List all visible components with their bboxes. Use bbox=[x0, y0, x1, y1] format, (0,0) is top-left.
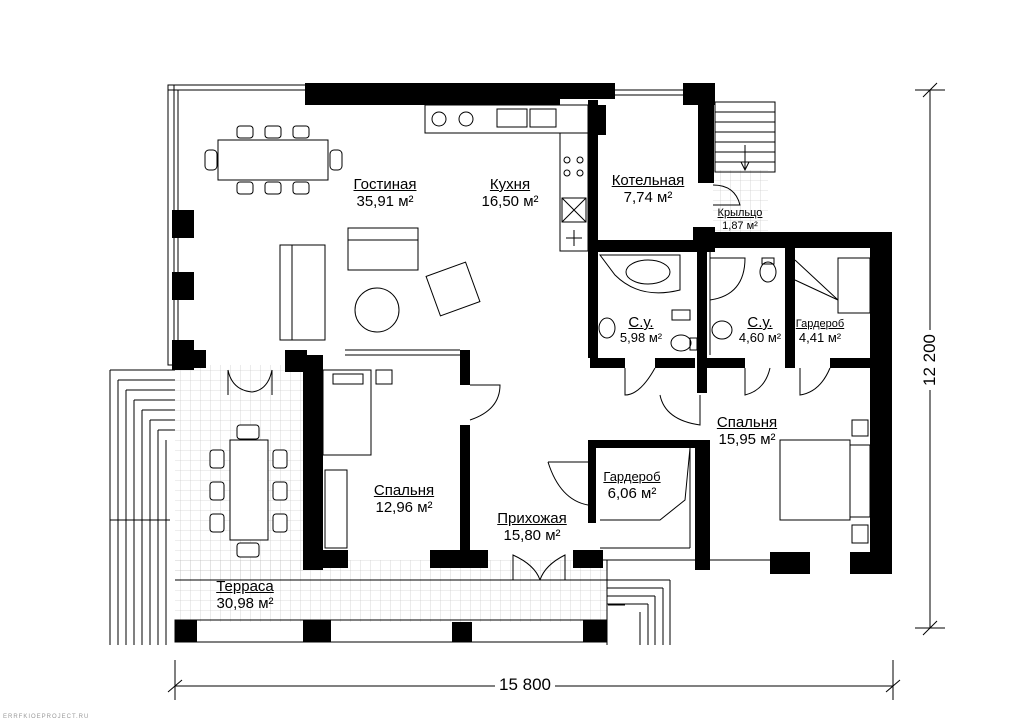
kitchen-name: Кухня bbox=[489, 176, 531, 193]
dimension-width: 15 800 bbox=[495, 675, 555, 695]
terrace-area: 30,98 м² bbox=[216, 595, 274, 613]
walls bbox=[172, 83, 892, 642]
label-wardrobe2: Гардероб 6,06 м² bbox=[590, 469, 674, 502]
label-hall: Прихожая 15,80 м² bbox=[484, 510, 580, 545]
bedroom2-area: 15,95 м² bbox=[718, 431, 776, 449]
porch-stairs bbox=[714, 101, 776, 173]
label-boiler: Котельная 7,74 м² bbox=[602, 172, 694, 207]
bath2-name: С.у. bbox=[747, 314, 773, 331]
bath1-name: С.у. bbox=[628, 314, 654, 331]
terrace-name: Терраса bbox=[216, 578, 274, 595]
label-wardrobe1: Гардероб 4,41 м² bbox=[790, 318, 850, 346]
label-bedroom1: Спальня 12,96 м² bbox=[358, 482, 450, 517]
dimension-height: 12 200 bbox=[920, 330, 940, 390]
wardrobe1-area: 4,41 м² bbox=[798, 329, 842, 345]
boiler-area: 7,74 м² bbox=[623, 189, 673, 207]
hall-name: Прихожая bbox=[497, 510, 567, 527]
kitchen-units bbox=[424, 104, 589, 252]
wardrobe2-area: 6,06 м² bbox=[607, 484, 657, 502]
label-bath1: С.у. 5,98 м² bbox=[608, 314, 674, 346]
terrace-steps-left bbox=[109, 369, 175, 645]
kitchen-area: 16,50 м² bbox=[481, 193, 539, 211]
label-porch: Крыльцо 1,87 м² bbox=[712, 207, 768, 232]
living-name: Гостиная bbox=[353, 176, 417, 193]
door-swings bbox=[227, 184, 831, 581]
thin-outlines bbox=[167, 84, 770, 645]
bedroom1-area: 12,96 м² bbox=[375, 499, 433, 517]
bath2-area: 4,60 м² bbox=[738, 330, 782, 346]
porch-floor bbox=[713, 170, 768, 232]
terrace-furniture bbox=[209, 424, 288, 558]
bathroom-fixtures bbox=[598, 254, 777, 352]
boiler-name: Котельная bbox=[611, 172, 685, 189]
bedroom-furniture bbox=[322, 257, 871, 549]
bath1-area: 5,98 м² bbox=[619, 330, 663, 346]
hall-area: 15,80 м² bbox=[503, 527, 561, 545]
wardrobe2-name: Гардероб bbox=[603, 469, 661, 484]
bedroom2-name: Спальня bbox=[716, 414, 778, 431]
label-living: Гостиная 35,91 м² bbox=[340, 176, 430, 211]
terrace-steps-right bbox=[607, 579, 671, 645]
living-area: 35,91 м² bbox=[356, 193, 414, 211]
label-terrace: Терраса 30,98 м² bbox=[200, 578, 290, 613]
wardrobe1-name: Гардероб bbox=[795, 318, 845, 330]
label-kitchen: Кухня 16,50 м² bbox=[465, 176, 555, 211]
label-bath2: С.у. 4,60 м² bbox=[730, 314, 790, 346]
bedroom1-name: Спальня bbox=[373, 482, 435, 499]
porch-name: Крыльцо bbox=[717, 207, 763, 219]
porch-area: 1,87 м² bbox=[722, 219, 758, 232]
watermark: ERRFKIOEPROJECT.RU bbox=[3, 714, 90, 720]
label-bedroom2: Спальня 15,95 м² bbox=[702, 414, 792, 449]
living-furniture bbox=[204, 125, 481, 341]
